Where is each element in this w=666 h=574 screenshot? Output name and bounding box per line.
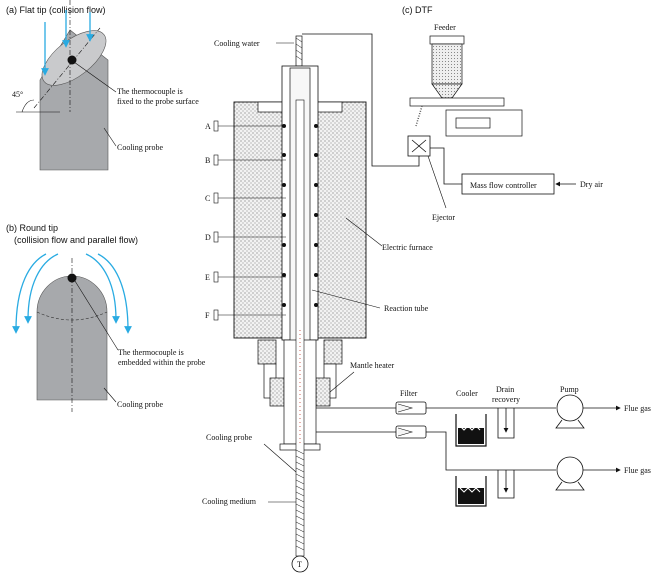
dry-air-label: Dry air <box>580 180 603 189</box>
port-C: C <box>205 192 286 204</box>
mass-flow-controller-label: Mass flow controller <box>470 181 537 190</box>
feeder-plate <box>409 97 505 107</box>
cooling-medium-label: Cooling medium <box>202 497 257 506</box>
port-label: B <box>205 156 210 165</box>
filter-label: Filter <box>400 389 418 398</box>
cooler-label: Cooler <box>456 389 478 398</box>
feeder-funnel <box>431 83 463 99</box>
flow-arrow <box>24 253 59 324</box>
pump-label: Pump <box>560 385 579 394</box>
flow-arrow <box>85 253 120 324</box>
thermocouple-symbol <box>291 555 309 573</box>
flue-gas-label-2: Flue gas <box>624 466 651 475</box>
reaction-tube-label: Reaction tube <box>384 304 429 313</box>
port-label: D <box>205 233 211 242</box>
flue-gas-label-1: Flue gas <box>624 404 651 413</box>
leader-line <box>103 127 117 147</box>
leader-line <box>103 387 117 403</box>
leader-line <box>345 217 383 247</box>
thermocouple-dot <box>67 273 77 283</box>
probe-hatch <box>295 449 305 551</box>
cooling-probe-label: Cooling probe <box>206 433 252 442</box>
leader-line <box>73 61 117 93</box>
panel-c: (c) DTF Feeder Ejector Mass flow control… <box>202 5 651 573</box>
port-label: A <box>205 122 211 131</box>
ejector-label: Ejector <box>432 213 455 222</box>
cooler-2 <box>455 476 487 507</box>
port-E: E <box>205 271 286 283</box>
probe-label-b: Cooling probe <box>117 400 163 409</box>
mass-flow-controller <box>461 173 555 195</box>
panel-b-title-2: (collision flow and parallel flow) <box>14 235 138 245</box>
thermocouple-symbol-label: T <box>297 560 302 569</box>
drain-1 <box>497 408 515 439</box>
thermocouple-note-a-1: The thermocouple is <box>117 87 183 96</box>
gas-line-bottom <box>316 425 621 491</box>
ejector-nozzle <box>411 139 427 153</box>
mantle-heater-left-top <box>257 339 277 365</box>
feeder-cap <box>429 35 465 45</box>
panel-b-title-1: (b) Round tip <box>6 223 58 233</box>
feeder-display <box>455 117 491 129</box>
mantle-heater-right-top <box>323 339 343 365</box>
cooling-probe-shaft <box>295 99 305 557</box>
particle-stream <box>415 105 423 127</box>
pump-2 <box>556 456 584 484</box>
mantle-heater-left <box>269 377 285 407</box>
gas-line-top <box>316 394 621 429</box>
panel-b: (b) Round tip (collision flow and parall… <box>6 223 206 412</box>
pump-1 <box>556 394 584 422</box>
panel-c-title: (c) DTF <box>402 5 433 15</box>
feeder-hopper <box>431 43 463 85</box>
electric-furnace-label: Electric furnace <box>382 243 433 252</box>
panel-a: (a) Flat tip (collision flow) 45° The th… <box>6 0 199 171</box>
port-A: A <box>205 120 286 132</box>
cooler-1 <box>455 414 487 447</box>
cooling-water-label: Cooling water <box>214 39 260 48</box>
air-line <box>430 147 462 185</box>
mantle-heater-right <box>315 377 331 407</box>
drain-label-2: recovery <box>492 395 520 404</box>
leader-line <box>74 280 119 351</box>
leader-line <box>329 371 355 393</box>
port-label: C <box>205 194 210 203</box>
leader-line <box>263 443 297 473</box>
port-D: D <box>205 231 286 243</box>
heater-dots <box>282 124 318 307</box>
angle-label: 45° <box>12 90 23 99</box>
drain-label-1: Drain <box>496 385 514 394</box>
port-B: B <box>205 154 286 166</box>
probe-label-a: Cooling probe <box>117 143 163 152</box>
feeder-label: Feeder <box>434 23 456 32</box>
leader-line <box>311 289 381 309</box>
thermocouple-note-a-2: fixed to the probe surface <box>117 97 199 106</box>
port-label: E <box>205 273 210 282</box>
drain-2 <box>497 470 515 499</box>
feed-line <box>302 33 420 167</box>
cooling-water-inlet <box>295 35 303 67</box>
inlet-hatch <box>295 37 303 61</box>
flow-arrow <box>12 253 47 334</box>
thermocouple-note-b-1: The thermocouple is <box>118 348 184 357</box>
port-label: F <box>205 311 210 320</box>
flow-arrow <box>97 253 132 334</box>
axis-line <box>33 27 101 109</box>
panel-a-title: (a) Flat tip (collision flow) <box>6 5 106 15</box>
angle-arc <box>21 99 35 113</box>
leader-line <box>427 155 447 209</box>
port-F: F <box>205 309 286 321</box>
thermocouple-note-b-2: embedded within the probe <box>118 358 206 367</box>
mantle-heater-label: Mantle heater <box>350 361 395 370</box>
